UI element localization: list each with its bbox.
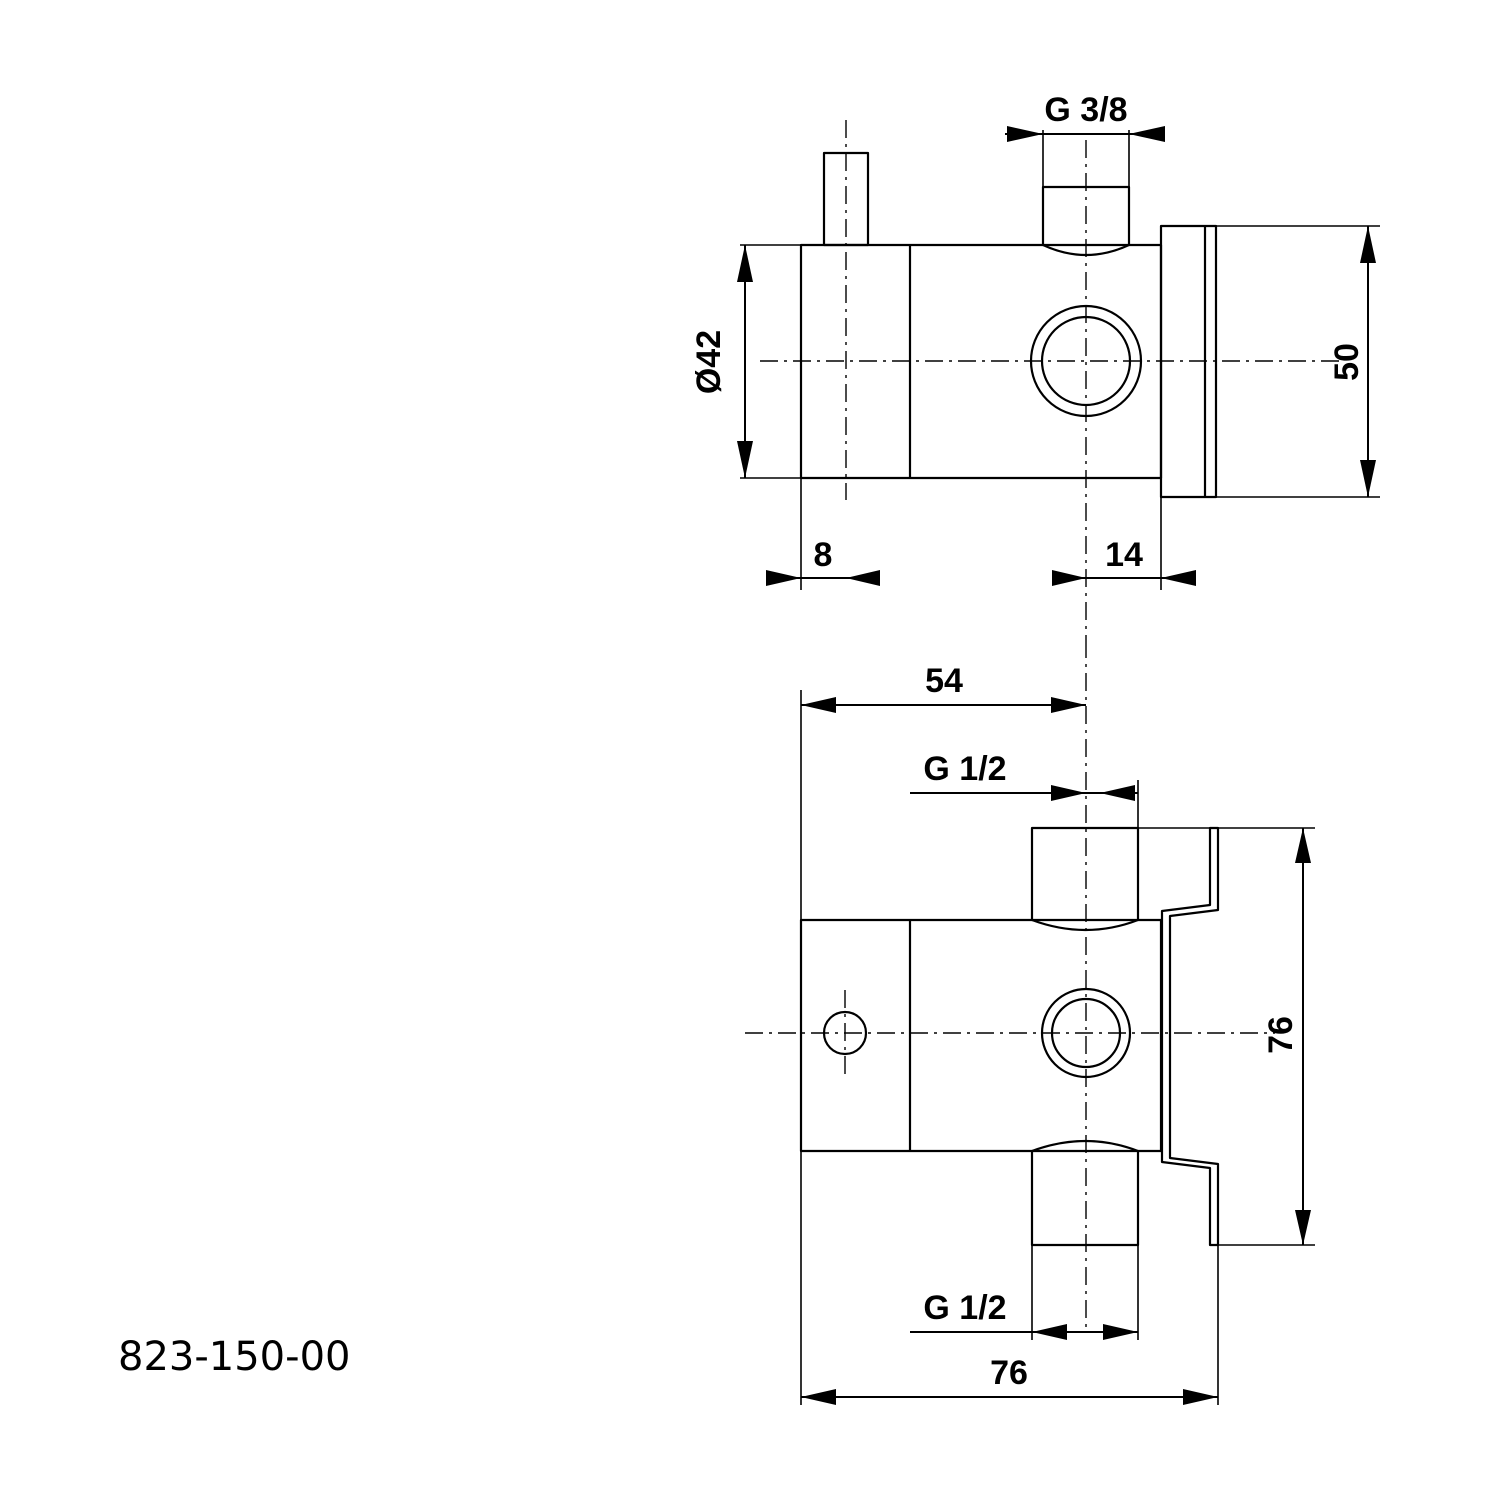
valve-body-front: [799, 918, 1163, 1153]
arrow-icon: [1183, 1389, 1218, 1405]
arrow-icon: [737, 245, 753, 282]
arrow-icon: [766, 570, 801, 586]
arrow-icon: [1295, 828, 1311, 863]
arrow-icon: [1051, 697, 1086, 713]
dimension-width-to-center-label: 54: [925, 662, 963, 700]
dimension-thread-top-front-label: G 1/2: [923, 750, 1006, 788]
mounting-bracket-front: [1160, 826, 1220, 1247]
front-view: 54 G 1/2 76 G 1/2 76: [745, 640, 1315, 1405]
side-view: Ø42 50 G 3/8 8 14: [690, 91, 1380, 640]
arrow-icon: [737, 441, 753, 478]
top-outlet-front: [1030, 826, 1140, 932]
arrow-icon: [1103, 1324, 1138, 1340]
dimension-height-front-label: 76: [1262, 1016, 1300, 1054]
dimension-thread-bottom-front-label: G 1/2: [923, 1289, 1006, 1327]
dimension-width-front-label: 76: [990, 1354, 1028, 1392]
arrow-icon: [1100, 785, 1135, 801]
top-outlet-side: [1041, 185, 1131, 257]
arrow-icon: [1129, 126, 1165, 142]
dimension-diameter-label: Ø42: [690, 330, 728, 394]
arrow-icon: [1052, 570, 1086, 586]
arrow-icon: [1032, 1324, 1067, 1340]
dimension-offset-right-label: 14: [1105, 536, 1143, 574]
arrow-icon: [801, 1389, 836, 1405]
arrow-icon: [1360, 460, 1376, 497]
part-number: 823-150-00: [118, 1334, 350, 1380]
arrow-icon: [1051, 785, 1086, 801]
arrow-icon: [1295, 1210, 1311, 1245]
arrow-icon: [1360, 226, 1376, 263]
bottom-outlet-front: [1030, 1139, 1140, 1247]
arrow-icon: [1161, 570, 1196, 586]
dimension-height-side-label: 50: [1328, 343, 1366, 381]
arrow-icon: [846, 570, 880, 586]
dimension-offset-left-label: 8: [814, 536, 833, 574]
arrow-icon: [801, 697, 836, 713]
arrow-icon: [1007, 126, 1043, 142]
dimension-thread-top-side-label: G 3/8: [1044, 91, 1127, 129]
